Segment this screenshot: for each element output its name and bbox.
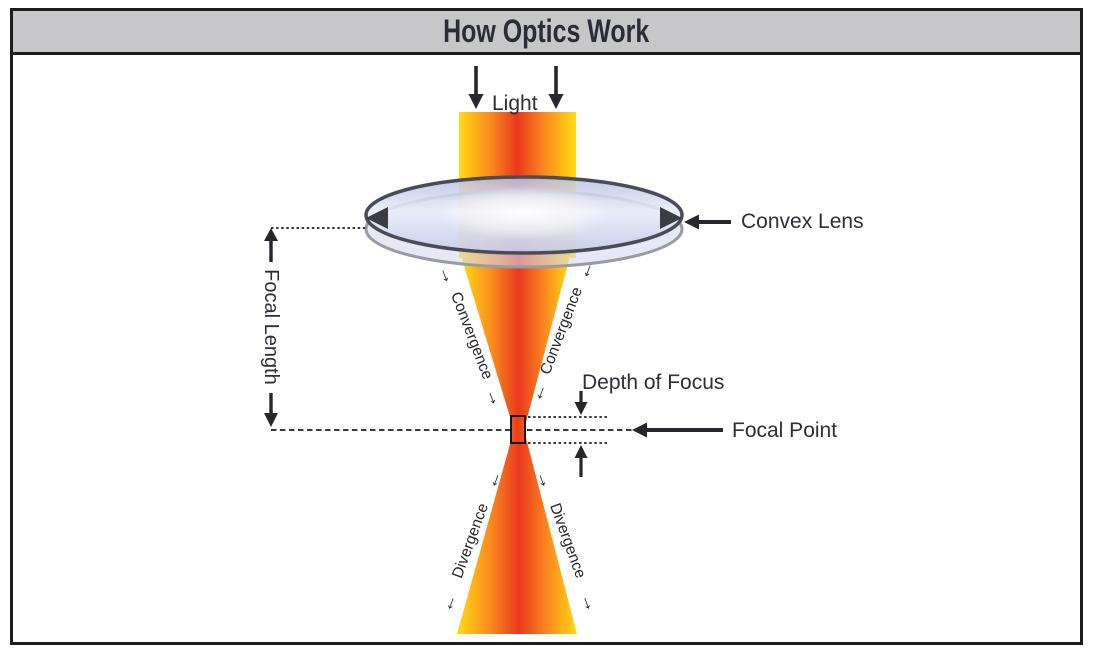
convex-lens-label: Convex Lens — [741, 210, 864, 233]
focal-point-label: Focal Point — [732, 419, 838, 442]
page-title: How Optics Work — [443, 13, 650, 49]
title-bar: How Optics Work — [13, 11, 1080, 55]
light-label: Light — [492, 92, 538, 115]
depth-of-focus-label: Depth of Focus — [582, 371, 725, 394]
light-beam-column — [459, 112, 576, 258]
focal-length-label: Focal Length — [260, 269, 283, 385]
focal-point-marker — [510, 415, 526, 444]
